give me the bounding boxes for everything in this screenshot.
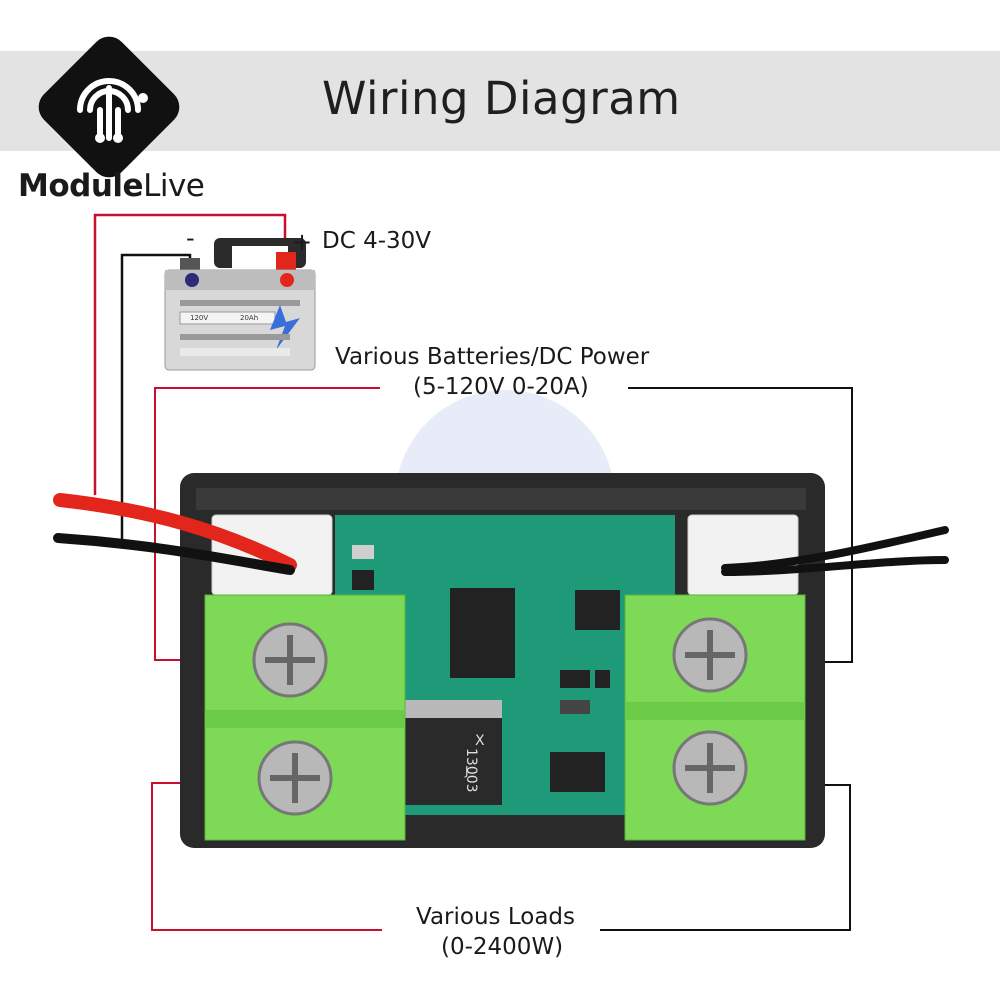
load-label-line1: Various Loads	[416, 904, 575, 930]
ic-label-j: J	[464, 764, 469, 778]
transistor-chip	[402, 710, 502, 805]
black-wire-left	[53, 533, 295, 575]
source-label-line2: (5-120V 0-20A)	[413, 374, 589, 400]
battery-negative-sign: -	[186, 224, 195, 252]
black-wire-right-2	[721, 556, 949, 576]
battery-icon	[164, 238, 316, 371]
battery-positive-sign: +	[292, 228, 313, 256]
module-live-logo	[38, 36, 180, 178]
connector-right	[687, 514, 799, 596]
screw-top-left	[252, 622, 328, 698]
mosfet-chip	[575, 590, 620, 630]
red-wire	[53, 493, 297, 572]
screw-bottom-left	[257, 740, 333, 816]
ic-label-main: 13003	[463, 748, 479, 793]
battery-spec-voltage: 120V	[190, 314, 208, 322]
screw-top-right	[672, 617, 748, 693]
load-label-line2: (0-2400W)	[441, 934, 564, 960]
battery-spec-capacity: 20Ah	[240, 314, 258, 322]
battery-voltage-label: DC 4-30V	[322, 228, 432, 254]
battery-positive-lead	[93, 213, 287, 495]
black-wire-right-1	[721, 526, 949, 572]
ic-label-x: X	[475, 733, 485, 749]
regulator-chip	[550, 752, 605, 792]
main-ic-chip	[450, 588, 515, 678]
source-label-line1: Various Batteries/DC Power	[335, 344, 650, 370]
screw-bottom-right	[672, 730, 748, 806]
brand-name: ModuleLive	[18, 168, 205, 204]
page-title: Wiring Diagram	[322, 72, 681, 125]
